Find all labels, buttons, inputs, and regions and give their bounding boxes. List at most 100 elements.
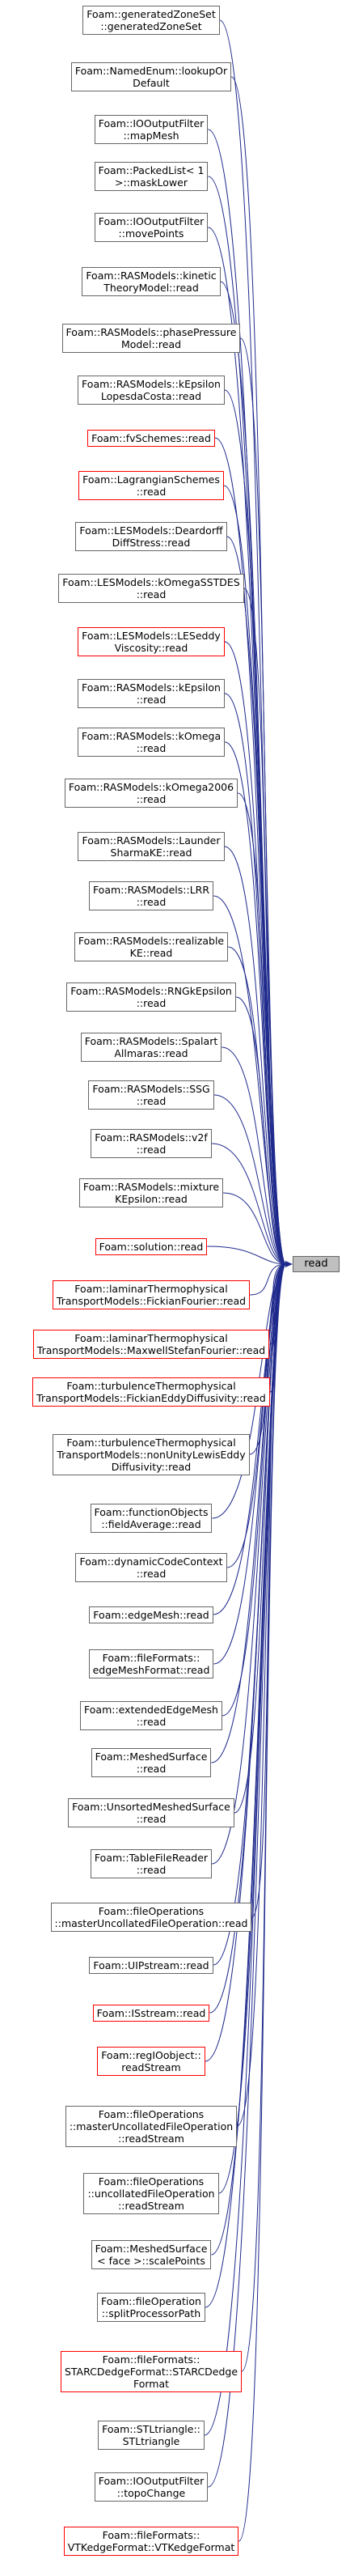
caller-node[interactable]: Foam::RASModels::kOmega2006 ::read [64,779,238,808]
caller-node[interactable]: Foam::regIOobject:: readStream [97,2047,205,2076]
caller-node[interactable]: Foam::edgeMesh::read [89,1606,213,1623]
caller-node[interactable]: Foam::RASModels::RNGkEpsilon ::read [66,982,236,1012]
caller-node[interactable]: Foam::LESModels::LESeddy Viscosity::read [78,627,225,656]
call-edge [205,1263,287,2062]
target-node-read[interactable]: read [293,1256,340,1272]
caller-node-wrapper: Foam::laminarThermophysical TransportMod… [0,1329,302,1360]
caller-node[interactable]: Foam::fileFormats:: edgeMeshFormat::read [88,1649,214,1678]
caller-node[interactable]: Foam::LESModels::Deardorff DiffStress::r… [75,522,227,551]
caller-node-wrapper: Foam::RASModels::kinetic TheoryModel::re… [0,266,302,297]
caller-node[interactable]: Foam::RASModels::realizable KE::read [74,932,229,961]
caller-node[interactable]: Foam::solution::read [95,1237,208,1255]
caller-node-wrapper: Foam::IOOutputFilter ::mapMesh [0,114,302,145]
caller-node[interactable]: Foam::TableFileReader ::read [90,1849,213,1878]
caller-node-wrapper: Foam::RASModels::LRR ::read [0,881,302,911]
caller-node[interactable]: Foam::ISstream::read [92,2004,210,2022]
arrowhead [285,1261,293,1267]
caller-node[interactable]: Foam::RASModels::phasePressure Model::re… [61,324,241,353]
caller-node[interactable]: Foam::fileFormats:: VTKedgeFormat::VTKed… [63,2527,239,2556]
caller-node[interactable]: Foam::fileOperation ::splitProcessorPath [97,2293,205,2322]
caller-node[interactable]: Foam::RASModels::kEpsilon LopesdaCosta::… [78,376,225,405]
caller-node[interactable]: Foam::dynamicCodeContext ::read [75,1553,227,1582]
caller-node-wrapper: Foam::LagrangianSchemes ::read [0,470,302,501]
caller-node[interactable]: Foam::extendedEdgeMesh ::read [80,1701,222,1730]
call-edge [213,1263,287,1665]
caller-node[interactable]: Foam::fileOperations ::masterUncollatedF… [50,1903,252,1932]
caller-node-wrapper: Foam::fileOperations ::masterUncollatedF… [0,2104,302,2148]
caller-node-wrapper: Foam::RASModels::realizable KE::read [0,932,302,962]
caller-node[interactable]: Foam::generatedZoneSet ::generatedZoneSe… [82,6,220,35]
caller-node-wrapper: Foam::solution::read [0,1237,302,1255]
caller-node[interactable]: Foam::RASModels::LRR ::read [88,881,214,910]
caller-node[interactable]: Foam::MeshedSurface ::read [91,1748,212,1777]
caller-node-wrapper: Foam::turbulenceThermophysical Transport… [0,1432,302,1476]
caller-node[interactable]: Foam::fileFormats:: STARCDedgeFormat::ST… [60,2350,243,2392]
caller-node-wrapper: Foam::fileOperations ::uncollatedFileOpe… [0,2171,302,2215]
call-edge [237,792,287,1265]
caller-node[interactable]: Foam::IOOutputFilter ::topoChange [94,2472,209,2502]
caller-node-wrapper: Foam::RASModels::v2f ::read [0,1128,302,1159]
caller-node[interactable]: Foam::RASModels::mixture KEpsilon::read [78,1178,224,1207]
call-edge [224,846,287,1265]
caller-node-wrapper: Foam::RASModels::kEpsilon LopesdaCosta::… [0,375,302,405]
call-edge [250,1263,287,1296]
caller-node[interactable]: Foam::STLtriangle:: STLtriangle [98,2421,205,2450]
caller-node[interactable]: Foam::RASModels::kOmega ::read [77,728,226,757]
caller-node[interactable]: Foam::fileOperations ::uncollatedFileOpe… [83,2172,219,2214]
caller-node-wrapper: Foam::RASModels::Spalart Allmaras::read [0,1032,302,1063]
caller-node[interactable]: Foam::fileOperations ::masterUncollatedF… [65,2105,238,2147]
caller-node-wrapper: Foam::fvSchemes::read [0,429,302,447]
caller-node-wrapper: Foam::MeshedSurface ::read [0,1747,302,1778]
caller-node-wrapper: Foam::ISstream::read [0,2004,302,2022]
caller-node[interactable]: Foam::RASModels::kEpsilon ::read [78,679,225,708]
caller-node-wrapper: Foam::UnsortedMeshedSurface ::read [0,1797,302,1828]
caller-node-wrapper: Foam::UIPstream::read [0,1956,302,1974]
caller-node-wrapper: Foam::regIOobject:: readStream [0,2046,302,2077]
caller-node[interactable]: Foam::RASModels::Spalart Allmaras::read [80,1033,222,1062]
call-edge [213,1094,287,1265]
caller-node[interactable]: Foam::UnsortedMeshedSurface ::read [68,1798,234,1827]
caller-node-wrapper: Foam::STLtriangle:: STLtriangle [0,2420,302,2451]
caller-node[interactable]: Foam::functionObjects ::fieldAverage::re… [90,1504,213,1533]
call-edge [211,1143,287,1265]
caller-node[interactable]: Foam::turbulenceThermophysical Transport… [53,1433,250,1475]
caller-node-wrapper: Foam::extendedEdgeMesh ::read [0,1700,302,1731]
caller-node[interactable]: Foam::laminarThermophysical TransportMod… [52,1280,251,1309]
caller-node-wrapper: Foam::IOOutputFilter ::movePoints [0,212,302,243]
caller-node[interactable]: Foam::NamedEnum::lookupOr Default [70,62,232,91]
caller-node-wrapper: Foam::laminarThermophysical TransportMod… [0,1280,302,1310]
call-edge [208,1263,287,2488]
caller-node[interactable]: Foam::PackedList< 1 >::maskLower [94,162,209,191]
caller-node[interactable]: Foam::IOOutputFilter ::mapMesh [94,115,209,144]
caller-node[interactable]: Foam::RASModels::Launder SharmaKE::read [78,832,225,861]
caller-node-wrapper: Foam::LESModels::Deardorff DiffStress::r… [0,521,302,552]
caller-node-wrapper: Foam::fileFormats:: edgeMeshFormat::read [0,1649,302,1679]
caller-node[interactable]: Foam::laminarThermophysical TransportMod… [32,1330,270,1359]
caller-node-wrapper: Foam::edgeMesh::read [0,1606,302,1623]
caller-node[interactable]: Foam::RASModels::SSG ::read [88,1080,214,1110]
caller-node-wrapper: Foam::generatedZoneSet ::generatedZoneSe… [0,5,302,36]
caller-node[interactable]: Foam::UIPstream::read [89,1956,213,1974]
caller-node[interactable]: Foam::LagrangianSchemes ::read [78,471,224,500]
caller-node[interactable]: Foam::LESModels::kOmegaSSTDES ::read [58,574,244,603]
call-edge [212,1263,287,1865]
call-edge [205,1263,287,2308]
caller-node-wrapper: Foam::LESModels::LESeddy Viscosity::read [0,626,302,657]
call-edge [211,1263,287,1763]
caller-node-wrapper: Foam::fileOperations ::masterUncollatedF… [0,1902,302,1933]
caller-node-wrapper: Foam::fileFormats:: STARCDedgeFormat::ST… [0,2349,302,2393]
caller-node-wrapper: Foam::RASModels::mixture KEpsilon::read [0,1178,302,1208]
caller-node[interactable]: Foam::RASModels::kinetic TheoryModel::re… [82,267,221,296]
caller-node[interactable]: Foam::IOOutputFilter ::movePoints [94,213,209,242]
caller-node[interactable]: Foam::RASModels::v2f ::read [91,1129,212,1158]
caller-node-wrapper: Foam::fileOperation ::splitProcessorPath [0,2292,302,2323]
caller-node[interactable]: Foam::MeshedSurface < face >::scalePoint… [91,2240,212,2269]
caller-node-wrapper: Foam::RASModels::kOmega2006 ::read [0,778,302,808]
caller-node-wrapper: Foam::turbulenceThermophysical Transport… [0,1377,302,1407]
call-edge [213,1263,287,1615]
caller-node[interactable]: Foam::turbulenceThermophysical Transport… [32,1377,270,1407]
caller-node-wrapper: Foam::LESModels::kOmegaSSTDES ::read [0,573,302,604]
caller-node-wrapper: Foam::TableFileReader ::read [0,1848,302,1879]
caller-node-wrapper: Foam::RASModels::Launder SharmaKE::read [0,831,302,862]
caller-node[interactable]: Foam::fvSchemes::read [87,429,215,447]
